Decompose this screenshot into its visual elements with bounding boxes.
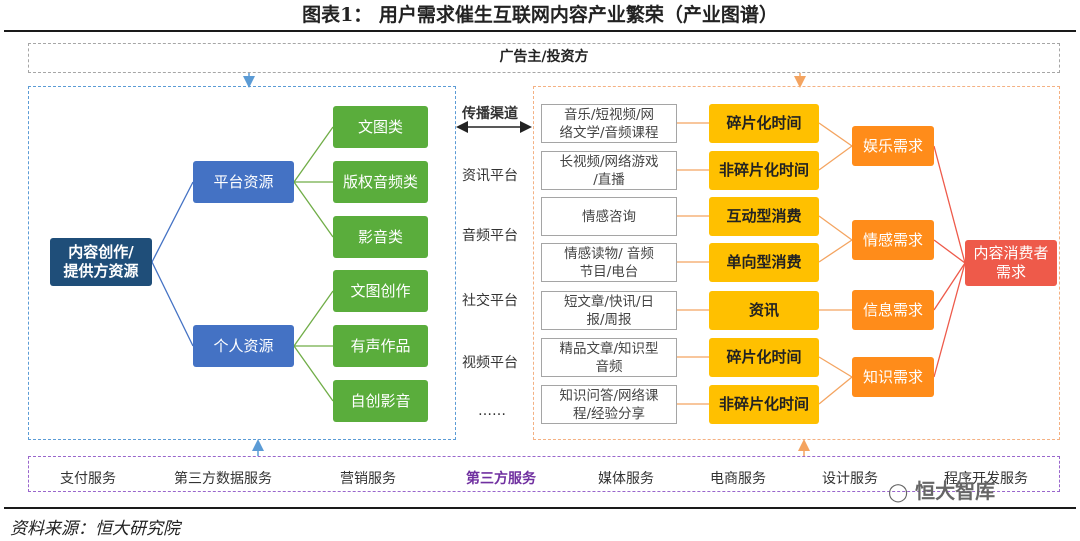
bottom-rule [4,507,1076,509]
consumption-box: 单向型消费 [709,243,819,282]
content-type-box: 情感读物/ 音频 节目/电台 [541,243,677,282]
personal-item: 有声作品 [333,325,428,367]
service-item: 第三方数据服务 [174,471,272,487]
personal-resource-node: 个人资源 [193,325,294,367]
service-item: 程序开发服务 [944,471,1028,487]
content-type-box: 精品文章/知识型 音频 [541,338,677,377]
services-box [28,456,1060,492]
service-item-highlight: 第三方服务 [466,471,536,487]
source-note: 资料来源：恒大研究院 [10,519,180,539]
service-item: 设计服务 [822,471,878,487]
content-type-box: 长视频/网络游戏 /直播 [541,151,677,190]
advertiser-label: 广告主/投资方 [499,49,589,65]
personal-item: 自创影音 [333,380,428,422]
content-type-box: 知识问答/网络课 程/经验分享 [541,385,677,424]
channel-item: …… [478,403,506,419]
top-rule [4,30,1076,32]
supply-region [28,86,456,440]
content-type-box: 情感咨询 [541,197,677,236]
channel-item: 视频平台 [462,355,518,371]
channel-header: 传播渠道 [462,106,518,122]
consumption-box: 碎片化时间 [709,104,819,143]
platform-resource-node: 平台资源 [193,161,294,203]
consumer-demand-node: 内容消费者 需求 [965,240,1057,286]
consumption-box: 非碎片化时间 [709,385,819,424]
channel-item: 音频平台 [462,228,518,244]
service-item: 媒体服务 [598,471,654,487]
consumption-box: 碎片化时间 [709,338,819,377]
wechat-icon: ◯ [888,482,909,503]
channel-item: 资讯平台 [462,168,518,184]
advertiser-box: 广告主/投资方 [28,43,1060,73]
personal-item: 文图创作 [333,270,428,312]
consumption-box: 非碎片化时间 [709,151,819,190]
need-box: 娱乐需求 [852,126,934,166]
need-box: 情感需求 [852,220,934,260]
watermark-text: 恒大智库 [915,479,996,503]
platform-item: 文图类 [333,106,428,148]
service-item: 支付服务 [60,471,116,487]
service-item: 电商服务 [710,471,766,487]
watermark: ◯ 恒大智库 [888,475,995,504]
service-item: 营销服务 [340,471,396,487]
platform-item: 影音类 [333,216,428,258]
need-box: 信息需求 [852,290,934,330]
need-box: 知识需求 [852,357,934,397]
platform-item: 版权音频类 [333,161,428,203]
channel-item: 社交平台 [462,293,518,309]
consumption-box: 互动型消费 [709,197,819,236]
content-type-box: 短文章/快讯/日 报/周报 [541,291,677,330]
figure-title: 图表1： 用户需求催生互联网内容产业繁荣（产业图谱） [302,4,778,26]
content-creation-node: 内容创作/ 提供方资源 [50,238,152,286]
content-type-box: 音乐/短视频/网 络文学/音频课程 [541,104,677,143]
consumption-box: 资讯 [709,291,819,330]
